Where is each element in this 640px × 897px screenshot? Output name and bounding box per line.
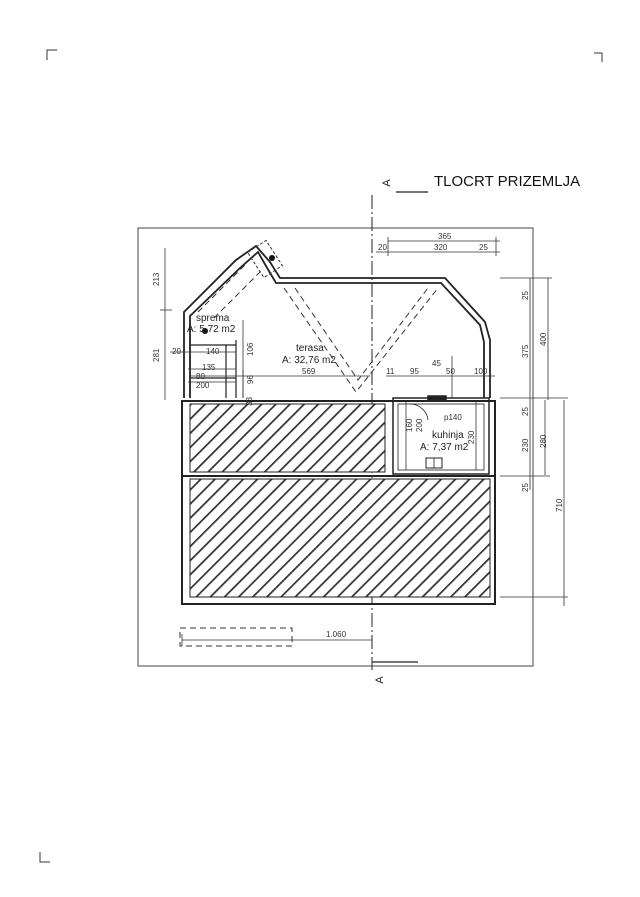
dim-20-top: 20: [378, 243, 387, 252]
room-sprema-area: A: 5,72 m2: [187, 324, 236, 335]
dim-400: 400: [539, 332, 548, 346]
sprema-marker-dot: [202, 328, 208, 334]
chimney-block: [246, 239, 284, 279]
dim-25-right-b: 25: [521, 407, 530, 416]
dim-135: 135: [202, 363, 216, 372]
kuhinja-walls: [392, 395, 490, 475]
section-marker-bottom: A: [374, 676, 386, 684]
dim-230-right: 230: [521, 438, 530, 452]
dim-230-kitchen: 230: [467, 430, 476, 444]
dim-320: 320: [434, 243, 448, 252]
dim-200-kitchen: 200: [415, 418, 424, 432]
hatched-room-left: [189, 403, 386, 473]
dim-11: 11: [386, 367, 395, 376]
room-terasa-area: A: 32,76 m2: [282, 355, 336, 366]
dim-140: 140: [206, 347, 220, 356]
section-marker-top: A: [381, 179, 393, 187]
dim-281: 281: [152, 348, 161, 362]
dim-280: 280: [539, 434, 548, 448]
dim-569: 569: [302, 367, 316, 376]
dim-160: 160: [405, 418, 414, 432]
dim-106: 106: [246, 342, 255, 356]
dim-25-right-c: 25: [521, 483, 530, 492]
room-kuhinja-name: kuhinja: [432, 430, 464, 441]
dim-375: 375: [521, 344, 530, 358]
dim-25-top: 25: [479, 243, 488, 252]
dim-96: 96: [246, 375, 255, 384]
dim-25-right-a: 25: [521, 291, 530, 300]
dim-50: 50: [446, 367, 455, 376]
dim-33: 33: [245, 397, 254, 406]
building-outline: [181, 400, 496, 605]
dim-200-left: 200: [196, 381, 210, 390]
dimension-lines: [160, 237, 568, 646]
sprema-walls: [190, 340, 237, 398]
dim-100: 100: [474, 367, 488, 376]
dim-20-left: 20: [172, 347, 181, 356]
dim-365: 365: [438, 232, 452, 241]
chimney-dot: [269, 255, 275, 261]
terrace-outline: [183, 244, 491, 398]
plan-title: TLOCRT PRIZEMLJA: [434, 173, 580, 190]
room-terasa-name: terasa: [296, 343, 324, 354]
room-sprema-name: sprema: [196, 313, 230, 324]
roof-projection: [179, 263, 439, 647]
dim-1060: 1.060: [326, 630, 347, 639]
plot-boundary: [137, 227, 534, 667]
corner-marks: [39, 49, 603, 863]
dim-80: 80: [196, 372, 205, 381]
dim-710: 710: [555, 498, 564, 512]
room-kuhinja-area: A: 7,37 m2: [420, 442, 469, 453]
hatched-room-main: [189, 478, 491, 598]
dim-95: 95: [410, 367, 419, 376]
door-label: p140: [444, 413, 462, 422]
dim-213: 213: [152, 272, 161, 286]
dim-45: 45: [432, 359, 441, 368]
